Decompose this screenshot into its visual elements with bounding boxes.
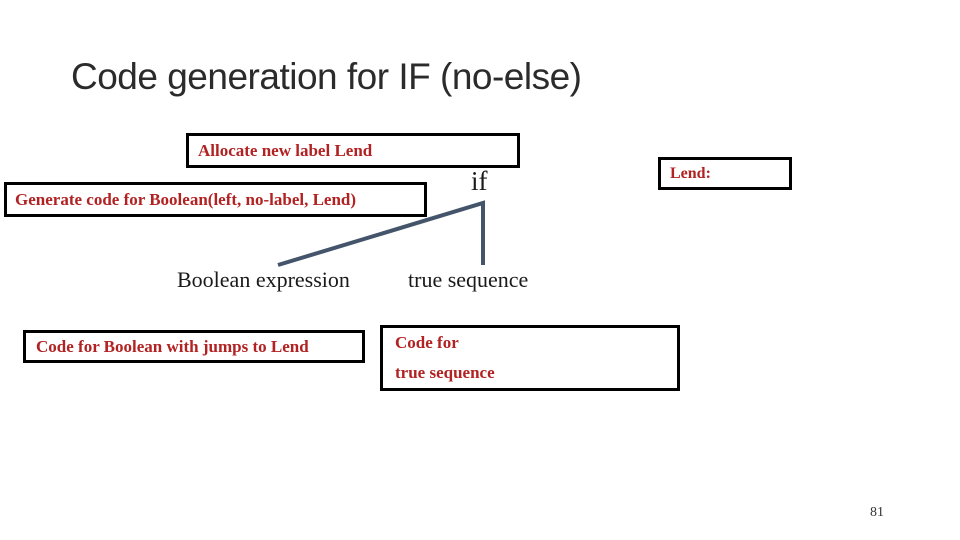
code-boolean-box: Code for Boolean with jumps to Lend: [23, 330, 365, 363]
tree-root-label: if: [471, 166, 488, 196]
lend-label-box: Lend:: [658, 157, 792, 190]
allocate-label-box: Allocate new label Lend: [186, 133, 520, 168]
code-true-sequence-line2: true sequence: [395, 363, 495, 382]
tree-right-child-label: true sequence: [408, 267, 529, 292]
lend-label-text: Lend:: [670, 164, 711, 182]
allocate-label-text: Allocate new label Lend: [198, 140, 373, 160]
generate-code-text: Generate code for Boolean(left, no-label…: [15, 189, 357, 209]
tree-left-child-label: Boolean expression: [177, 267, 350, 292]
generate-code-box: Generate code for Boolean(left, no-label…: [4, 182, 427, 217]
code-boolean-text: Code for Boolean with jumps to Lend: [36, 336, 309, 356]
page-number: 81: [870, 505, 884, 520]
code-true-sequence-line1: Code for: [395, 333, 459, 352]
slide-title: Code generation for IF (no-else): [71, 56, 582, 97]
code-true-sequence-box: Code for true sequence: [380, 325, 680, 391]
